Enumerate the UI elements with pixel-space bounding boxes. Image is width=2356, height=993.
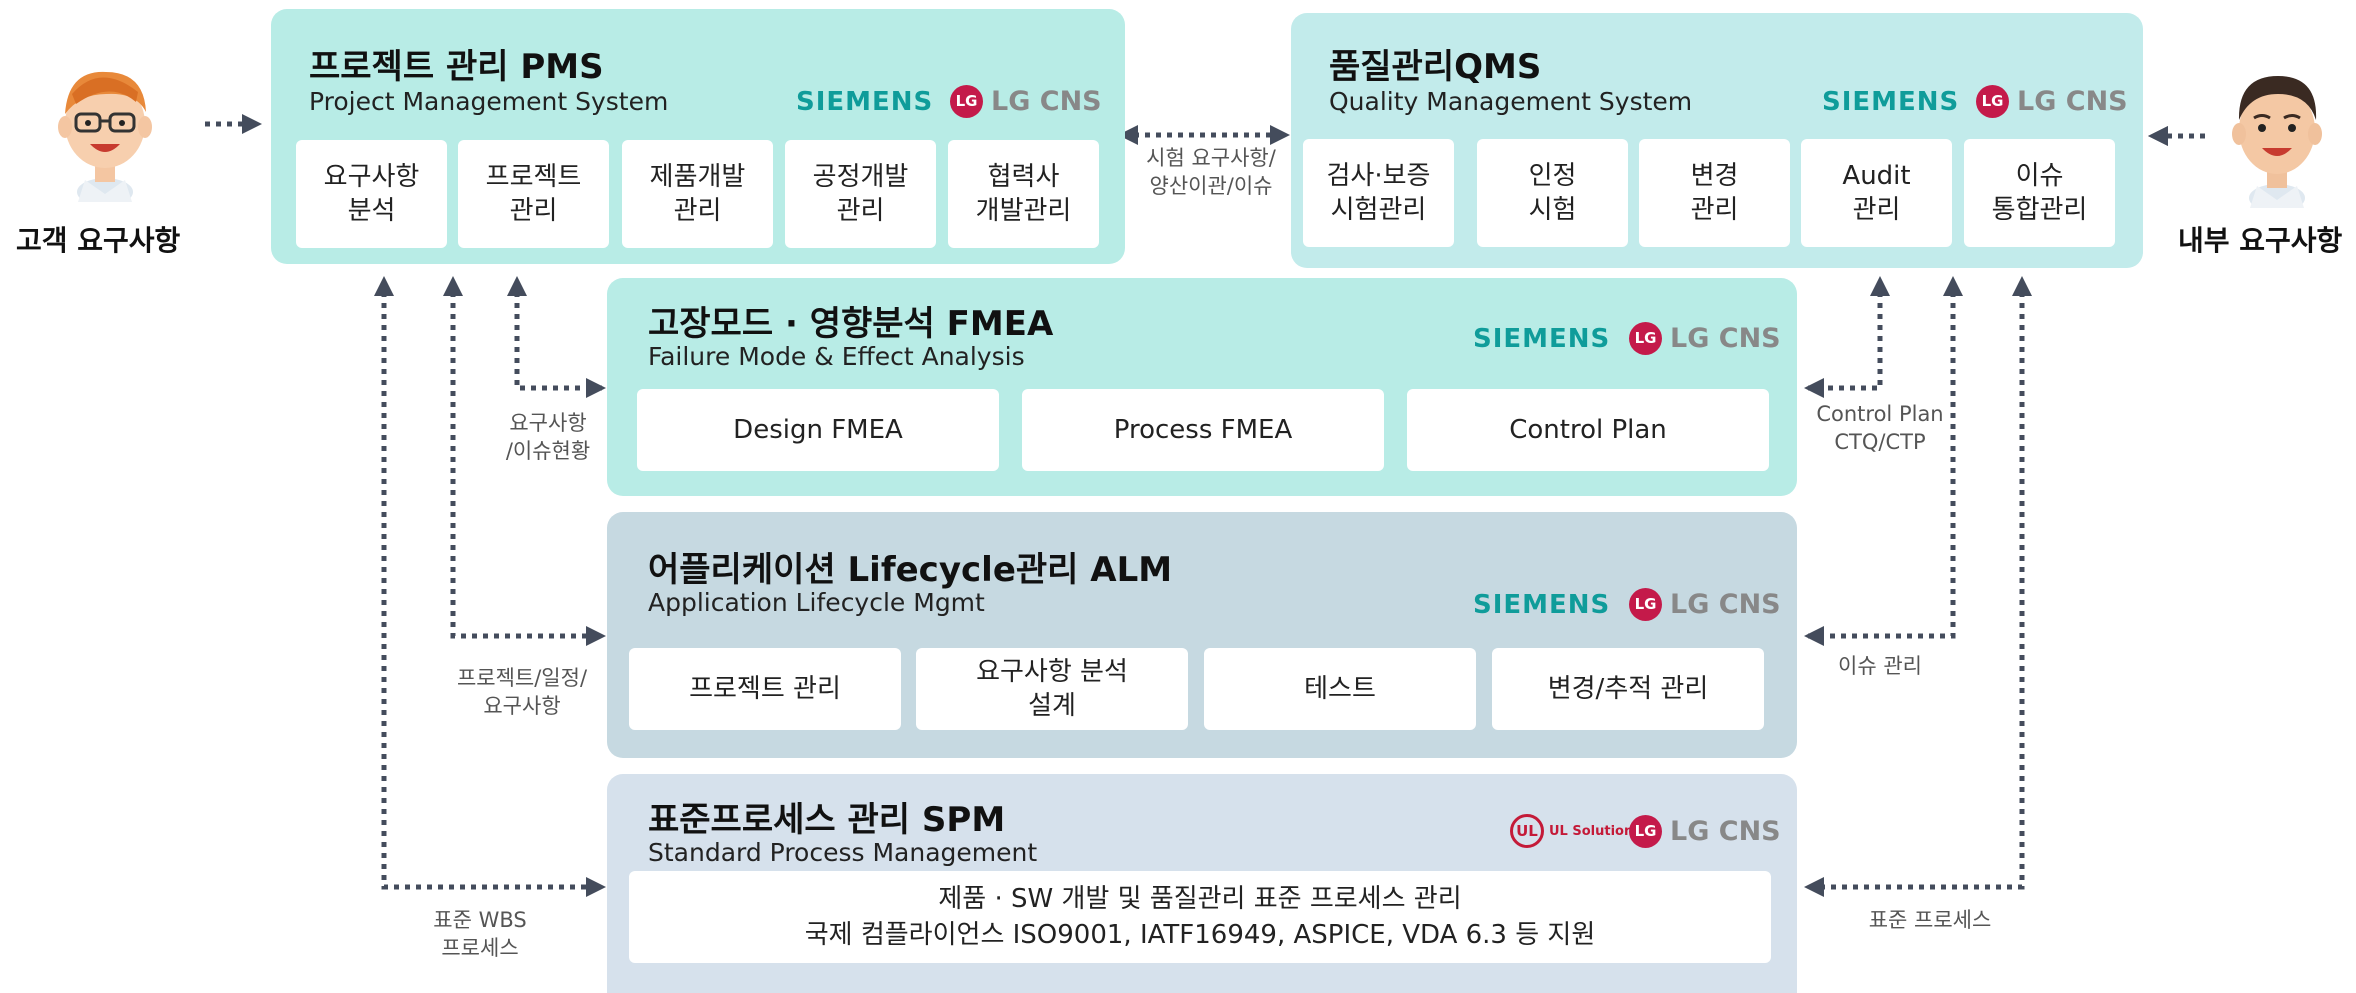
pms-module-requirements[interactable]: 요구사항 분석 (296, 140, 447, 248)
internal-avatar-icon (2232, 76, 2322, 212)
lg-logo-icon: LG (1629, 587, 1662, 621)
siemens-logo: SIEMENS (1473, 324, 1611, 354)
lg-cns-logo: LG LG CNS (1629, 586, 1781, 622)
fmea-module-design[interactable]: Design FMEA (637, 389, 999, 471)
lg-cns-logo: LG LG CNS (1629, 320, 1781, 356)
alm-module-requirements-design[interactable]: 요구사항 분석 설계 (916, 648, 1188, 730)
ul-solutions-logo: UL UL Solutions (1510, 814, 1641, 848)
alm-module-project[interactable]: 프로젝트 관리 (629, 648, 901, 730)
spm-panel: 표준프로세스 관리 SPM Standard Process Managemen… (607, 774, 1797, 993)
arrow-pms-spm (374, 276, 606, 897)
label-pms-fmea: 요구사항 /이슈현황 (505, 411, 591, 463)
fmea-panel: 고장모드 · 영향분석 FMEA Failure Mode & Effect A… (607, 278, 1797, 496)
lg-logo-icon: LG (1976, 84, 2009, 118)
qms-panel: 품질관리QMS Quality Management System SIEMEN… (1291, 13, 2143, 268)
label-qms-alm: 이슈 관리 (1838, 654, 1922, 678)
alm-panel: 어플리케이션 Lifecycle관리 ALM Application Lifec… (607, 512, 1797, 758)
label-qms-spm: 표준 프로세스 (1868, 908, 1992, 932)
alm-subtitle: Application Lifecycle Mgmt (648, 588, 985, 617)
label-pms-spm: 표준 WBS 프로세스 (433, 908, 527, 960)
lg-cns-logo: LG LG CNS (1976, 83, 2128, 119)
pms-module-product-dev[interactable]: 제품개발 관리 (622, 140, 773, 248)
spm-description: 제품 · SW 개발 및 품질관리 표준 프로세스 관리 국제 컴플라이언스 I… (629, 871, 1771, 963)
siemens-logo: SIEMENS (1822, 87, 1960, 117)
qms-module-certification[interactable]: 인정 시험 (1477, 139, 1628, 247)
alm-title: 어플리케이션 Lifecycle관리 ALM (648, 550, 1173, 590)
customer-requirements-label: 고객 요구사항 (16, 224, 181, 257)
qms-module-audit[interactable]: Audit 관리 (1801, 139, 1952, 247)
arrow-qms-spm (1804, 276, 2032, 897)
arrow-qms-alm (1804, 276, 1963, 646)
qms-module-change[interactable]: 변경 관리 (1639, 139, 1790, 247)
qms-module-issue[interactable]: 이슈 통합관리 (1964, 139, 2115, 247)
siemens-logo: SIEMENS (1473, 590, 1611, 620)
lg-cns-logo: LG LG CNS (1629, 813, 1781, 849)
pms-panel: 프로젝트 관리 PMS Project Management System SI… (271, 9, 1125, 264)
qms-module-inspection[interactable]: 검사·보증 시험관리 (1303, 139, 1454, 247)
pms-subtitle: Project Management System (309, 87, 669, 116)
internal-requirements-label: 내부 요구사항 (2178, 224, 2343, 257)
siemens-logo: SIEMENS (796, 87, 934, 117)
pms-module-project[interactable]: 프로젝트 관리 (458, 140, 609, 248)
fmea-subtitle: Failure Mode & Effect Analysis (648, 342, 1025, 371)
lg-logo-icon: LG (1629, 814, 1662, 848)
arrow-qms-fmea (1804, 276, 1890, 398)
spm-subtitle: Standard Process Management (648, 838, 1038, 867)
qms-subtitle: Quality Management System (1329, 87, 1693, 116)
fmea-module-control-plan[interactable]: Control Plan (1407, 389, 1769, 471)
label-pms-alm: 프로젝트/일정/ 요구사항 (456, 666, 588, 718)
customer-avatar-icon (58, 71, 152, 206)
fmea-title: 고장모드 · 영향분석 FMEA (648, 304, 1054, 344)
customer-avatar (40, 52, 170, 206)
internal-avatar (2212, 58, 2342, 212)
lg-cns-logo: LG LG CNS (950, 83, 1102, 119)
label-qms-fmea: Control Plan CTQ/CTP (1816, 402, 1944, 454)
lg-logo-icon: LG (1629, 321, 1662, 355)
spm-title: 표준프로세스 관리 SPM (648, 800, 1006, 840)
alm-module-test[interactable]: 테스트 (1204, 648, 1476, 730)
pms-module-process-dev[interactable]: 공정개발 관리 (785, 140, 936, 248)
alm-module-change-trace[interactable]: 변경/추적 관리 (1492, 648, 1764, 730)
ul-logo-icon: UL (1510, 814, 1544, 848)
qms-title: 품질관리QMS (1329, 47, 1542, 87)
lg-logo-icon: LG (950, 84, 983, 118)
label-pms-qms: 시험 요구사항/ 양산이관/이슈 (1146, 146, 1276, 198)
fmea-module-process[interactable]: Process FMEA (1022, 389, 1384, 471)
arrow-pms-fmea (507, 276, 606, 398)
pms-module-partner-dev[interactable]: 협력사 개발관리 (948, 140, 1099, 248)
pms-title: 프로젝트 관리 PMS (309, 47, 604, 87)
